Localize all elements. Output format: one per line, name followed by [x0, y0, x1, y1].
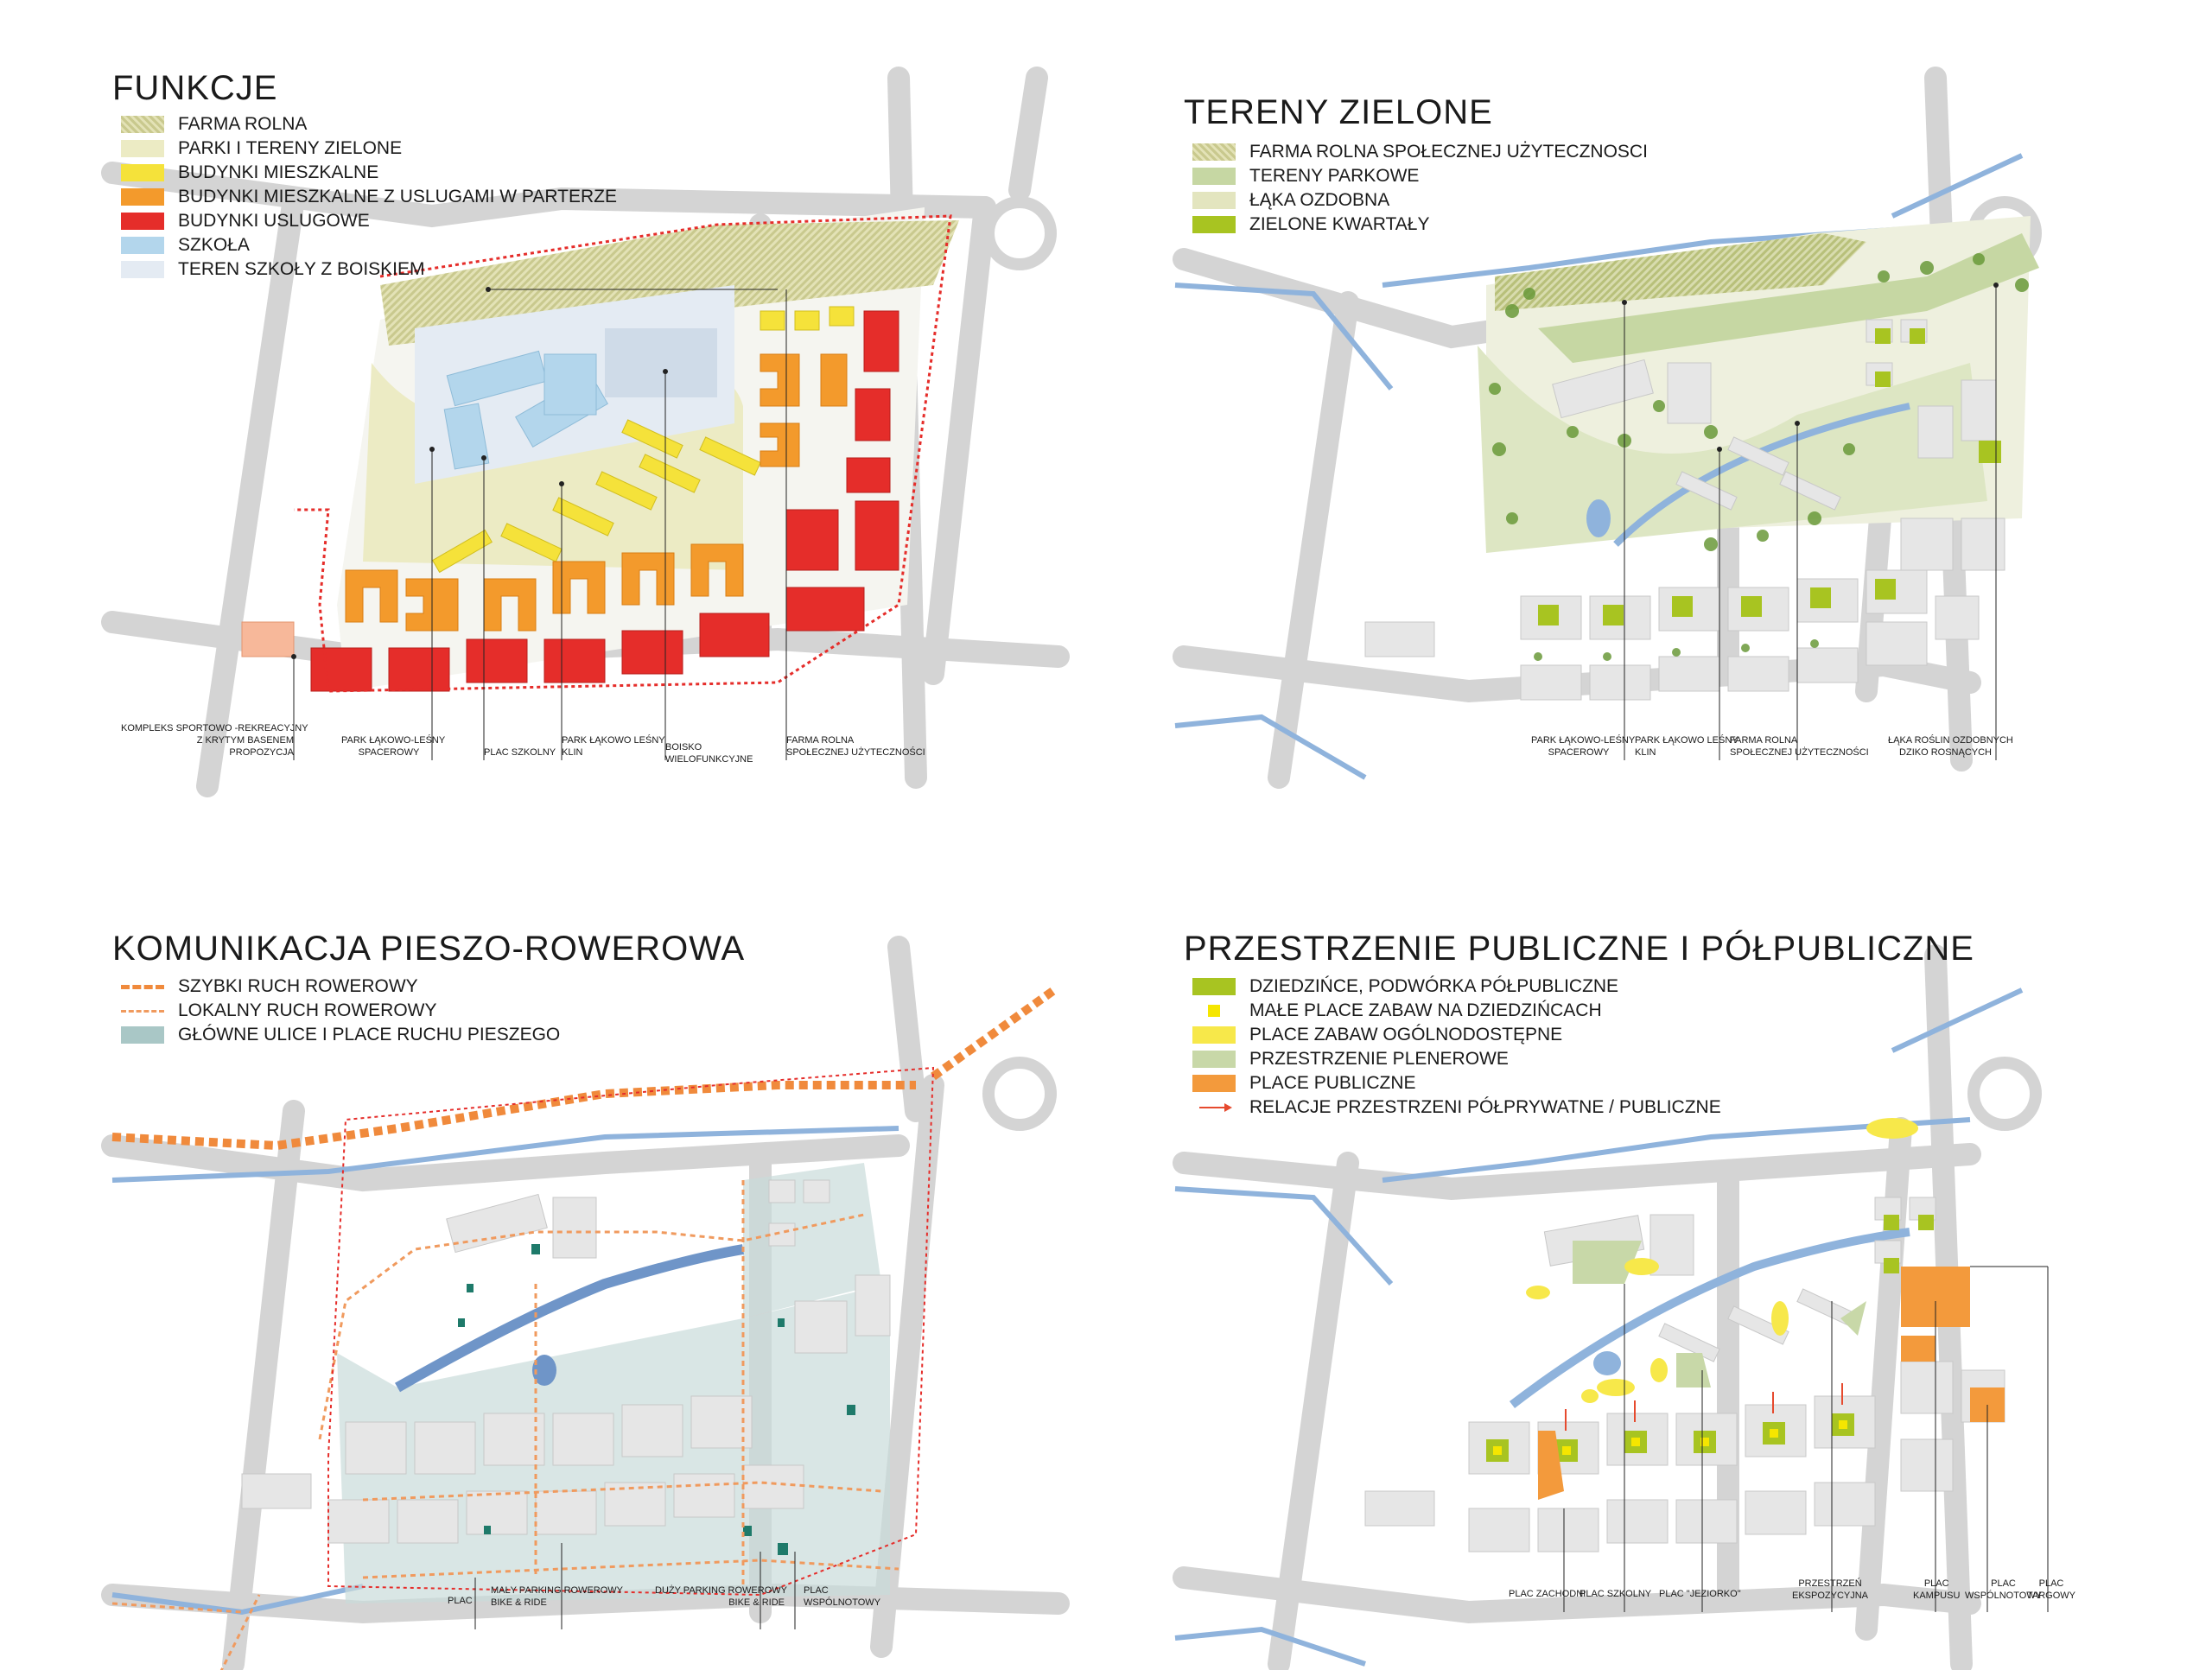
legend-item: MAŁE PLACE ZABAW NA DZIEDZIŃCACH — [1192, 999, 1721, 1023]
legend-swatch — [1192, 978, 1236, 995]
legend-label: SZKOŁA — [178, 235, 250, 255]
legend-item: ZIELONE KWARTAŁY — [1192, 213, 1648, 237]
legend-swatch — [121, 164, 164, 181]
map-annotation: PARK ŁĄKOWO-LEŚNY SPACEROWY — [1531, 735, 1636, 758]
map-tereny-zielone — [1173, 67, 2042, 789]
map-annotation: MAŁY PARKING ROWEROWY BIKE & RIDE — [491, 1585, 624, 1608]
legend-label: RELACJE PRZESTRZENI PÓŁPRYWATNE / PUBLIC… — [1249, 1097, 1721, 1117]
map-annotation: PLAC KAMPUSU — [1913, 1578, 1961, 1601]
panel-tereny-zielone: TERENY ZIELONE FARMA ROLNA SPOŁECZNEJ UŻ… — [1106, 0, 2212, 835]
panel-przestrzenie: PRZESTRZENIE PUBLICZNE I PÓŁPUBLICZNE DZ… — [1106, 835, 2212, 1670]
legend-label: DZIEDZIŃCE, PODWÓRKA PÓŁPUBLICZNE — [1249, 976, 1619, 996]
map-annotation: ŁĄKA ROŚLIN OZDOBNYCH DZIKO ROSNĄCYCH — [1888, 735, 2013, 758]
legend-swatch — [1192, 168, 1236, 185]
legend-swatch — [121, 261, 164, 278]
legend-item: PLACE PUBLICZNE — [1192, 1071, 1721, 1095]
panel-title: PRZESTRZENIE PUBLICZNE I PÓŁPUBLICZNE — [1184, 930, 1974, 968]
legend-label: ZIELONE KWARTAŁY — [1249, 214, 1430, 234]
legend-swatch-hatch — [121, 116, 164, 133]
map-komunikacja — [101, 936, 1070, 1670]
legend-label: BUDYNKI MIESZKALNE — [178, 162, 379, 182]
legend-item: ŁĄKA OZDOBNA — [1192, 188, 1648, 213]
legend-label: SZYBKI RUCH ROWEROWY — [178, 976, 418, 996]
legend: FARMA ROLNA SPOŁECZNEJ UŻYTECZNOSCI TERE… — [1192, 140, 1648, 237]
map-annotation: PLAC "JEZIORKO" — [1659, 1589, 1741, 1599]
legend-swatch-dash — [121, 1009, 164, 1013]
legend-item: BUDYNKI MIESZKALNE — [121, 161, 617, 185]
legend-label: PLACE PUBLICZNE — [1249, 1073, 1416, 1093]
map-annotation: FARMA ROLNA SPOŁECZNEJ UŻYTECZNOŚCI — [786, 735, 925, 758]
legend-label: BUDYNKI USLUGOWE — [178, 211, 370, 231]
map-annotation: PARK ŁĄKOWO LEŚNY KLIN — [1635, 735, 1738, 758]
legend-swatch — [1192, 1075, 1236, 1092]
legend-swatch — [121, 1026, 164, 1044]
legend-swatch — [1192, 1051, 1236, 1068]
legend: SZYBKI RUCH ROWEROWY LOKALNY RUCH ROWERO… — [121, 975, 560, 1047]
legend-swatch — [1192, 1026, 1236, 1044]
legend-label: LOKALNY RUCH ROWEROWY — [178, 1000, 437, 1020]
legend-item: SZKOŁA — [121, 233, 617, 257]
map-annotation: KOMPLEKS SPORTOWO -REKREACYJNY Z KRYTYM … — [121, 723, 308, 758]
legend-label: PLACE ZABAW OGÓLNODOSTĘPNE — [1249, 1025, 1563, 1045]
legend-label: PRZESTRZENIE PLENEROWE — [1249, 1049, 1509, 1069]
legend-item: BUDYNKI USLUGOWE — [121, 209, 617, 233]
legend-label: MAŁE PLACE ZABAW NA DZIEDZIŃCACH — [1249, 1000, 1602, 1020]
map-annotation: BOISKO WIELOFUNKCYJNE — [665, 742, 753, 765]
legend-swatch-small — [1208, 1005, 1220, 1017]
legend-item: DZIEDZIŃCE, PODWÓRKA PÓŁPUBLICZNE — [1192, 975, 1721, 999]
legend-item: TERENY PARKOWE — [1192, 164, 1648, 188]
panel-title: KOMUNIKACJA PIESZO-ROWEROWA — [112, 930, 746, 968]
map-annotation: PLAC WSPÓLNOTOWY — [1965, 1578, 2043, 1601]
arrow-icon — [1199, 1103, 1232, 1112]
map-annotation: PRZESTRZEŃ EKSPOZYCYJNA — [1792, 1578, 1869, 1601]
legend-item: PLACE ZABAW OGÓLNODOSTĘPNE — [1192, 1023, 1721, 1047]
map-annotation: PARK ŁĄKOWO-LEŚNY SPACEROWY — [341, 735, 446, 758]
legend-item: TEREN SZKOŁY Z BOISKIEM — [121, 257, 617, 282]
legend-label: ŁĄKA OZDOBNA — [1249, 190, 1390, 210]
map-annotation: PLAC ZACHODNI — [1509, 1589, 1586, 1599]
legend-item: LOKALNY RUCH ROWEROWY — [121, 999, 560, 1023]
map-przestrzenie — [1173, 944, 2049, 1670]
legend-label: TERENY PARKOWE — [1249, 166, 1420, 186]
map-funkcje — [101, 67, 1070, 797]
legend-swatch — [121, 140, 164, 157]
legend-item: FARMA ROLNA SPOŁECZNEJ UŻYTECZNOSCI — [1192, 140, 1648, 164]
legend-swatch — [121, 213, 164, 230]
map-annotation: DUŻY PARKING ROWEROWY BIKE & RIDE — [655, 1585, 787, 1608]
legend-swatch — [1192, 192, 1236, 209]
legend-item: GŁÓWNE ULICE I PLACE RUCHU PIESZEGO — [121, 1023, 560, 1047]
legend-item: RELACJE PRZESTRZENI PÓŁPRYWATNE / PUBLIC… — [1192, 1095, 1721, 1120]
map-annotation: PLAC SZKOLNY — [1580, 1589, 1652, 1599]
map-annotation: PLAC TARGOWY — [2027, 1578, 2076, 1601]
legend-swatch-dash — [121, 984, 164, 989]
panel-funkcje: FUNKCJE FARMA ROLNA PARKI I TERENY ZIELO… — [0, 0, 1106, 835]
legend-label: FARMA ROLNA SPOŁECZNEJ UŻYTECZNOSCI — [1249, 142, 1648, 162]
legend-item: FARMA ROLNA — [121, 112, 617, 137]
map-annotation: FARMA ROLNA SPOŁECZNEJ UŻYTECZNOŚCI — [1730, 735, 1869, 758]
map-annotation: PLAC WSPÓLNOTOWY — [804, 1585, 881, 1608]
legend-item: PRZESTRZENIE PLENEROWE — [1192, 1047, 1721, 1071]
legend-swatch — [121, 237, 164, 254]
legend-item: BUDYNKI MIESZKALNE Z USLUGAMI W PARTERZE — [121, 185, 617, 209]
legend-label: PARKI I TERENY ZIELONE — [178, 138, 403, 158]
panel-title: FUNKCJE — [112, 69, 278, 107]
panel-title: TERENY ZIELONE — [1184, 93, 1493, 131]
legend-swatch — [121, 188, 164, 206]
panel-komunikacja: KOMUNIKACJA PIESZO-ROWEROWA SZYBKI RUCH … — [0, 835, 1106, 1670]
legend-label: FARMA ROLNA — [178, 114, 308, 134]
legend-label: GŁÓWNE ULICE I PLACE RUCHU PIESZEGO — [178, 1025, 561, 1045]
legend: FARMA ROLNA PARKI I TERENY ZIELONE BUDYN… — [121, 112, 617, 282]
legend-swatch-hatch — [1192, 143, 1236, 161]
legend-item: PARKI I TERENY ZIELONE — [121, 137, 617, 161]
legend-swatch — [1192, 216, 1236, 233]
legend-label: TEREN SZKOŁY Z BOISKIEM — [178, 259, 425, 279]
map-annotation: PLAC — [448, 1596, 473, 1606]
legend: DZIEDZIŃCE, PODWÓRKA PÓŁPUBLICZNE MAŁE P… — [1192, 975, 1721, 1120]
legend-label: BUDYNKI MIESZKALNE Z USLUGAMI W PARTERZE — [178, 187, 617, 206]
map-annotation: PARK ŁĄKOWO LEŚNY KLIN — [562, 735, 665, 758]
map-annotation: PLAC SZKOLNY — [484, 747, 556, 758]
legend-item: SZYBKI RUCH ROWEROWY — [121, 975, 560, 999]
